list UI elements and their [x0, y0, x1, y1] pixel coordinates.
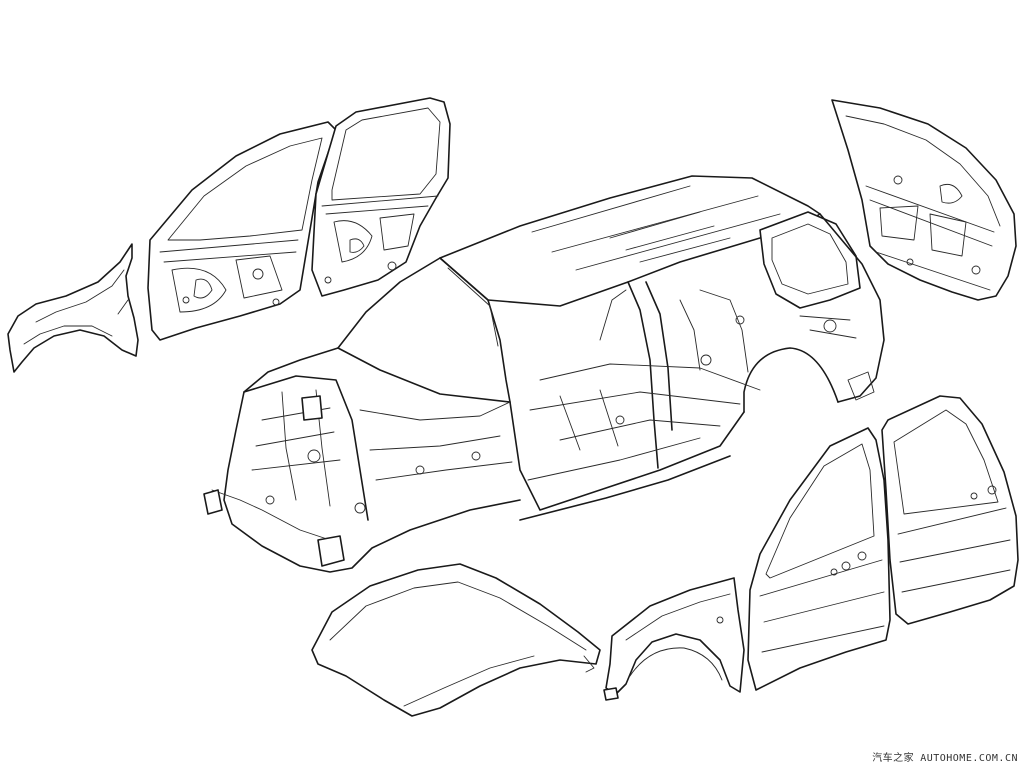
left-rear-door — [311, 97, 451, 297]
right-rear-door — [881, 395, 1019, 625]
right-front-fender — [603, 577, 745, 701]
watermark-site-domain: AUTOHOME.COM.CN — [920, 753, 1018, 764]
site-watermark: 汽车之家 AUTOHOME.COM.CN — [872, 749, 1018, 764]
rear-liftgate — [831, 99, 1017, 301]
hood — [311, 563, 601, 717]
right-front-door — [747, 427, 891, 691]
body-in-white-shell — [203, 175, 885, 573]
left-front-fender — [7, 243, 139, 373]
left-front-door — [147, 121, 337, 341]
watermark-site-name: 汽车之家 — [872, 753, 915, 764]
